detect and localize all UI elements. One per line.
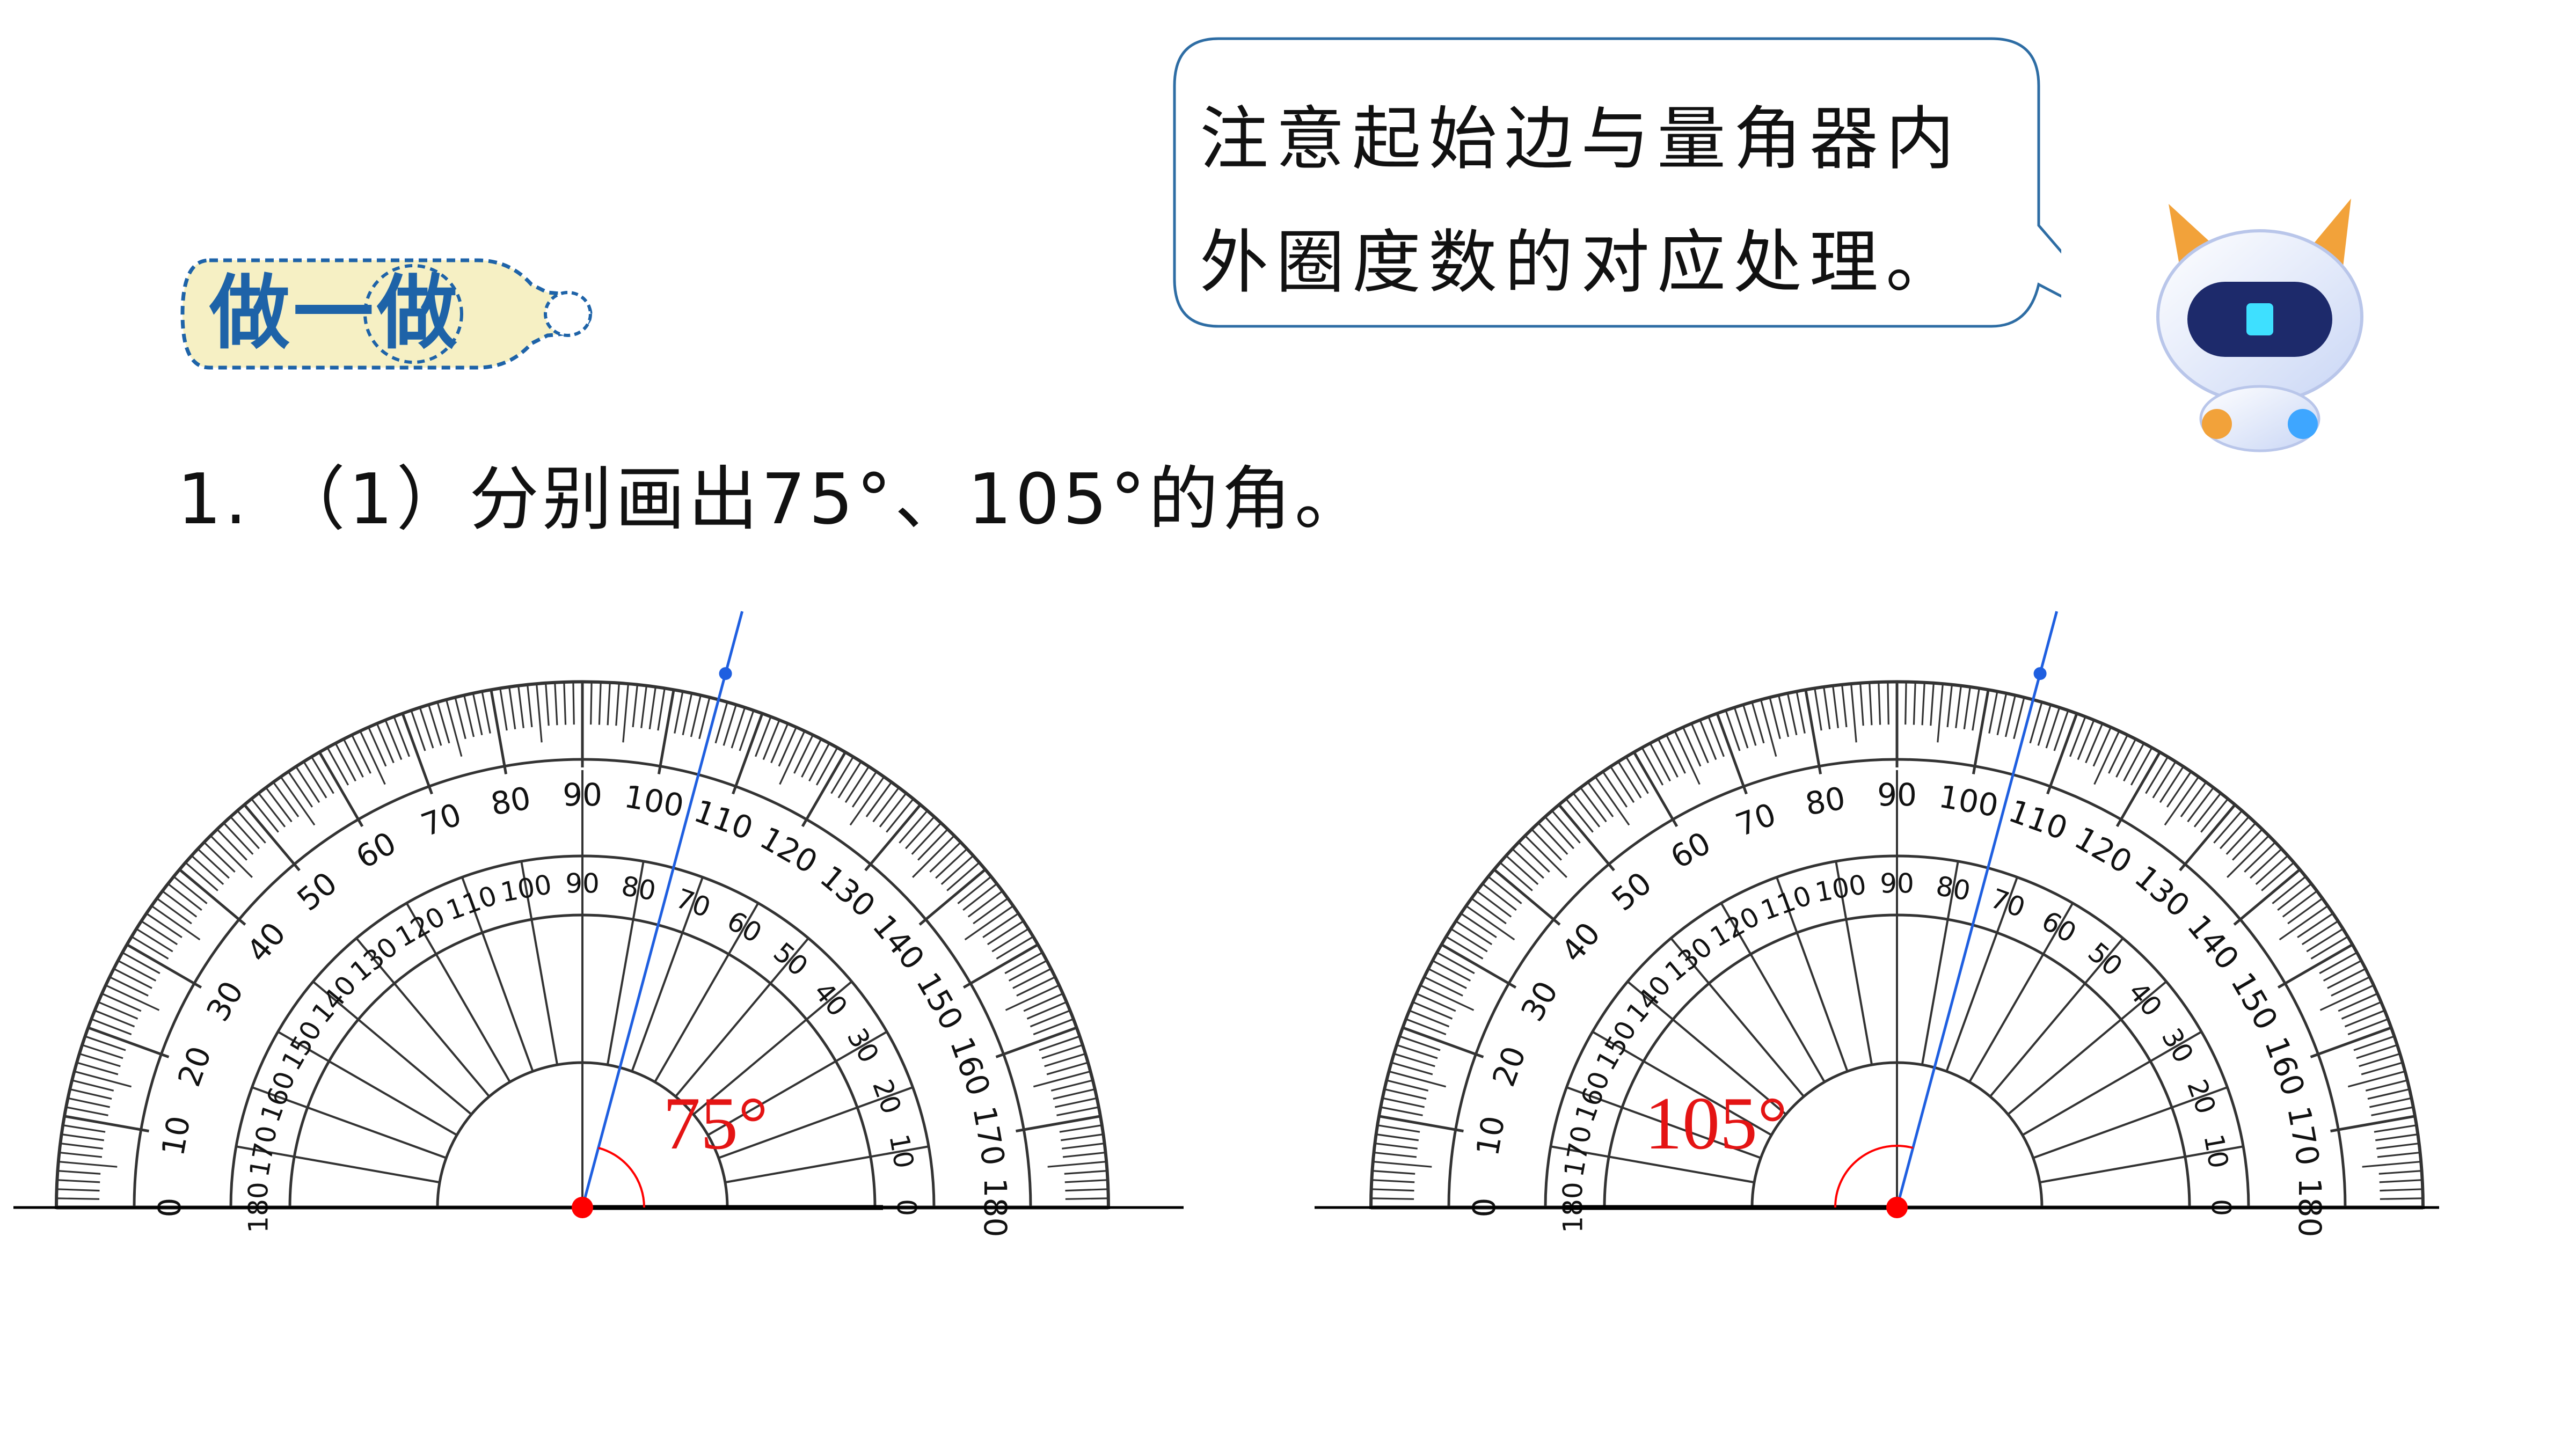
inner-scale-label: 90 [1880,868,1914,899]
angle-arc [1834,1145,1914,1208]
outer-scale-label: 80 [488,780,533,823]
section-badge [180,258,593,370]
outer-scale-label: 80 [1803,780,1848,823]
ray-point [719,667,732,680]
angle-label: 105° [1645,1082,1787,1165]
inner-scale-label: 80 [1933,870,1973,907]
outer-scale-label: 90 [1877,777,1917,813]
ray-point [2033,667,2047,680]
angle-label: 75° [663,1082,768,1165]
section-badge-label: 做一做 [209,266,461,360]
inner-scale-label: 80 [619,870,658,907]
inner-scale-label: 90 [565,868,600,899]
vertex-point [572,1197,593,1218]
terminal-ray [581,611,744,1208]
speech-bubble [1173,37,2061,328]
tip-text: 注意起始边与量角器内外圈度数的对应处理。 [1200,99,1962,303]
vertex-point [1886,1197,1908,1218]
angle-arc [598,1146,645,1208]
inner-scale-label: 10 [2198,1132,2234,1171]
outer-scale-label: 10 [1469,1113,1512,1158]
inner-scale-label: 10 [883,1132,920,1171]
robot-mascot-icon [2156,199,2363,452]
question-text: 1. （1）分别画出75°、105°的角。 [177,458,1368,540]
outer-scale-label: 10 [155,1113,198,1158]
terminal-ray [1895,611,2059,1208]
outer-scale-label: 90 [563,777,602,813]
